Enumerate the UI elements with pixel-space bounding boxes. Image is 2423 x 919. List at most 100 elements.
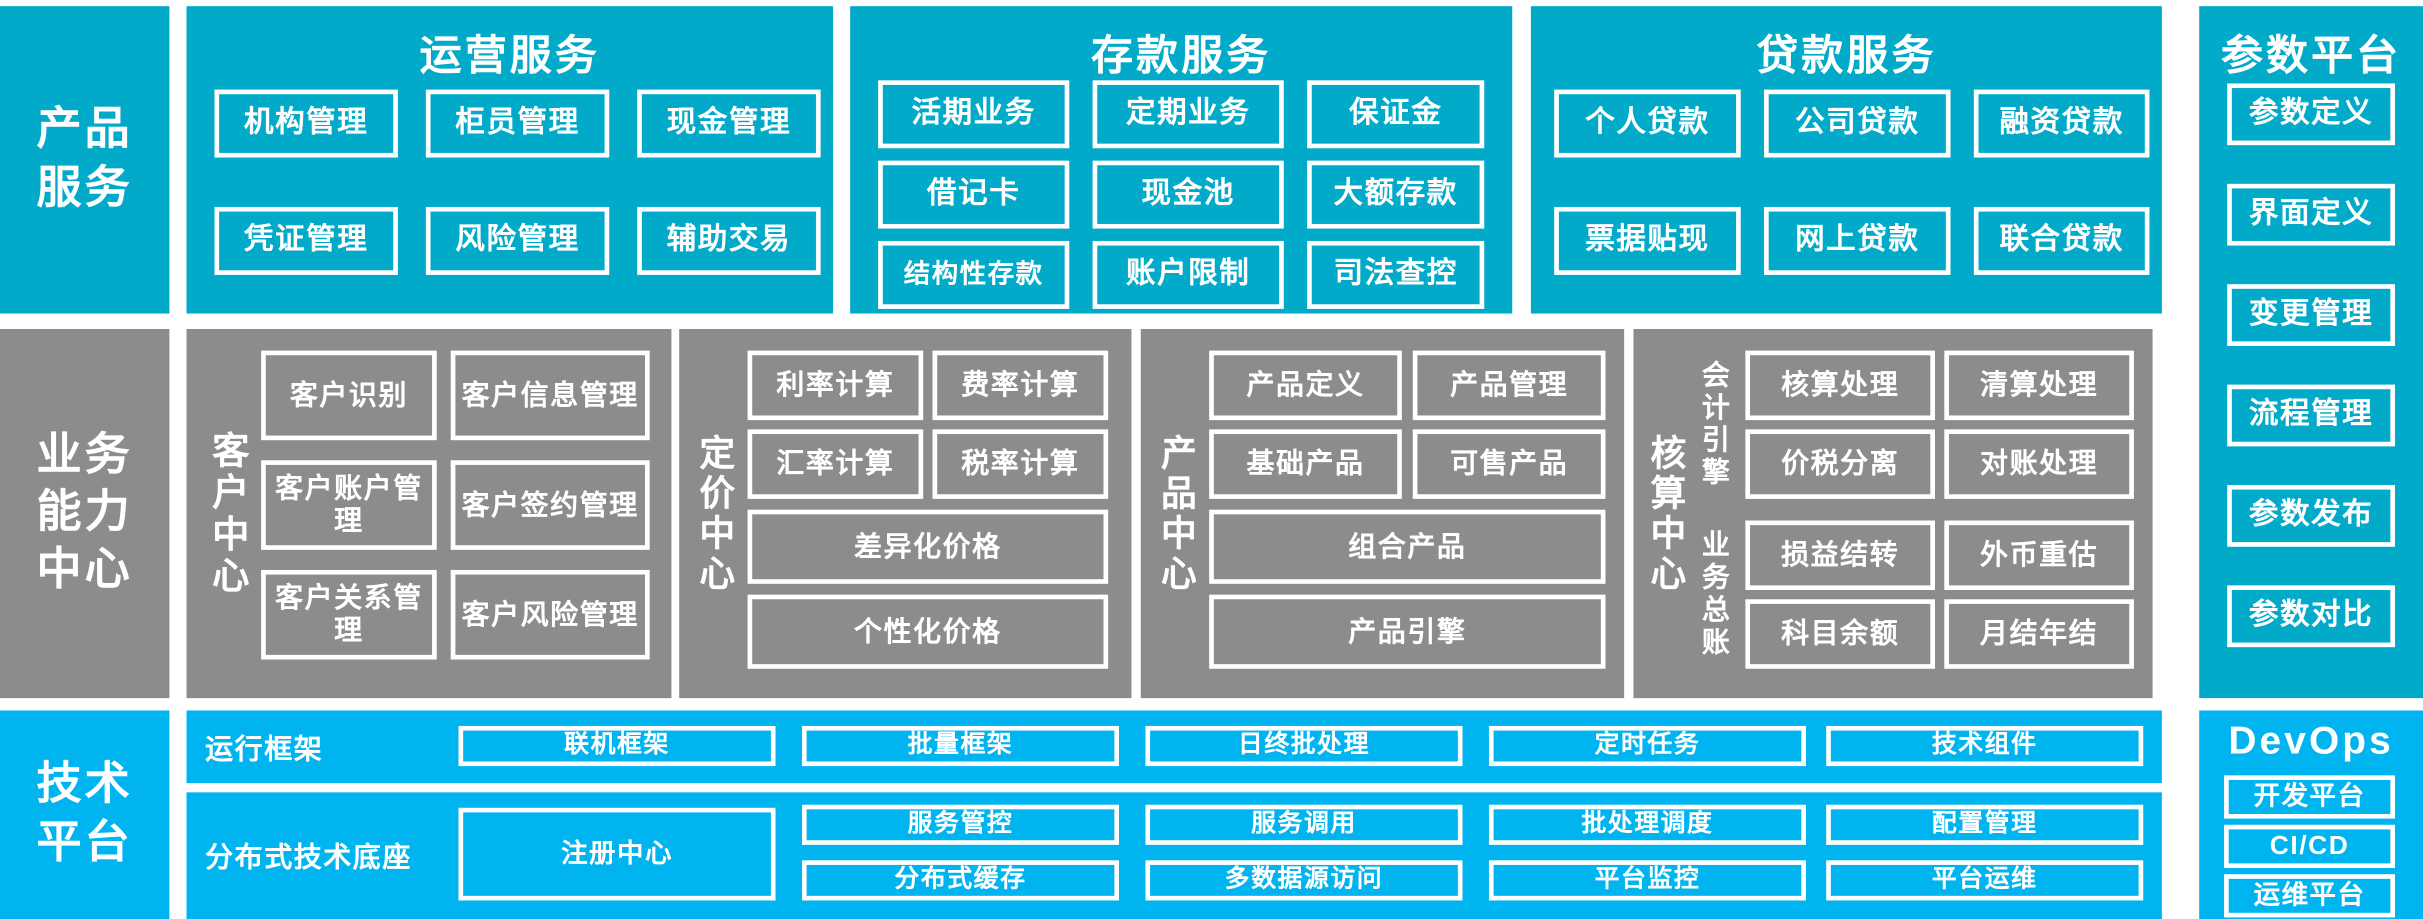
chip-customer-1[interactable]: 客户信息管理: [450, 350, 650, 441]
chip-product-1[interactable]: 产品管理: [1412, 350, 1606, 421]
chip-param-4[interactable]: 参数发布: [2227, 484, 2396, 547]
chip-param-1[interactable]: 界面定义: [2227, 183, 2396, 246]
chip-runtime-2[interactable]: 日终批处理: [1145, 725, 1463, 767]
chip-accounting-engine-0[interactable]: 核算处理: [1745, 350, 1935, 421]
chip-loan-5[interactable]: 联合贷款: [1973, 206, 2150, 275]
chip-accounting-engine-1[interactable]: 清算处理: [1944, 350, 2134, 421]
product-label-line2: 服务: [36, 162, 133, 213]
chip-pricing-wide-1[interactable]: 个性化价格: [747, 594, 1109, 669]
chip-operations-5[interactable]: 辅助交易: [637, 206, 821, 275]
layer-label-business-capability-text: 业务 能力 中心: [0, 329, 169, 698]
block-loan-services-title: 贷款服务: [1756, 32, 1937, 79]
block-pricing-center: 定价中心 利率计算 费率计算 汇率计算 税率计算 差异化价格 个性化价格: [679, 328, 1132, 699]
chip-pricing-3[interactable]: 税率计算: [932, 429, 1109, 499]
block-accounting-center: 核算中心 会计引擎 业务总账 核算处理 清算处理 价税分离 对账处理 损益结转 …: [1633, 328, 2153, 699]
chip-devops-2[interactable]: 运维平台: [2224, 874, 2396, 918]
chip-deposit-7[interactable]: 账户限制: [1092, 240, 1284, 309]
layer-label-product-services-text: 产品 服务: [0, 6, 169, 313]
chip-deposit-3[interactable]: 借记卡: [878, 160, 1070, 229]
block-loan-services: 贷款服务 个人贷款 公司贷款 融资贷款 票据贴现 网上贷款 联合贷款: [1530, 6, 2162, 314]
chip-foundation-col1-1[interactable]: 多数据源访问: [1145, 860, 1463, 901]
chip-pricing-0[interactable]: 利率计算: [747, 350, 924, 421]
chip-devops-0[interactable]: 开发平台: [2224, 775, 2396, 819]
chip-operations-4[interactable]: 风险管理: [425, 206, 610, 275]
chip-runtime-4[interactable]: 技术组件: [1826, 725, 2144, 767]
chip-param-3[interactable]: 流程管理: [2227, 384, 2396, 447]
chip-pricing-2[interactable]: 汇率计算: [747, 429, 924, 499]
chip-product-wide-0[interactable]: 组合产品: [1209, 509, 1606, 584]
chip-customer-5[interactable]: 客户风险管理: [450, 569, 650, 660]
block-pricing-center-vlabel: 定价中心: [693, 434, 735, 595]
block-devops-title: DevOps: [2228, 719, 2394, 764]
chip-deposit-2[interactable]: 保证金: [1307, 80, 1485, 149]
layer-label-technical-platform-text: 技术 平台: [0, 710, 169, 919]
chip-operations-1[interactable]: 柜员管理: [425, 89, 610, 158]
chip-foundation-col2-1[interactable]: 平台监控: [1488, 860, 1806, 901]
chip-product-wide-1[interactable]: 产品引擎: [1209, 594, 1606, 669]
chip-registry-center[interactable]: 注册中心: [458, 807, 776, 901]
chip-deposit-5[interactable]: 大额存款: [1307, 160, 1485, 229]
technical-label-line1: 技术: [36, 760, 133, 810]
chip-accounting-engine-3[interactable]: 对账处理: [1944, 429, 2134, 499]
chip-deposit-6[interactable]: 结构性存款: [878, 240, 1070, 309]
chip-general-ledger-0[interactable]: 损益结转: [1745, 520, 1935, 591]
chip-foundation-col1-0[interactable]: 服务调用: [1145, 804, 1463, 845]
chip-deposit-1[interactable]: 定期业务: [1092, 80, 1284, 149]
block-parameter-platform-title: 参数平台: [2220, 32, 2402, 79]
block-distributed-foundation-label: 分布式技术底座: [205, 841, 412, 873]
chip-runtime-1[interactable]: 批量框架: [801, 725, 1120, 767]
chip-operations-2[interactable]: 现金管理: [637, 89, 821, 158]
capability-label-line2: 能力: [36, 487, 133, 538]
block-customer-center: 客户中心 客户识别 客户信息管理 客户账户管理 客户签约管理 客户关系管理 客户…: [186, 328, 672, 699]
chip-param-0[interactable]: 参数定义: [2227, 83, 2396, 146]
chip-devops-1[interactable]: CI/CD: [2224, 824, 2396, 869]
chip-loan-3[interactable]: 票据贴现: [1554, 206, 1741, 275]
chip-loan-1[interactable]: 公司贷款: [1764, 89, 1951, 158]
chip-foundation-col3-0[interactable]: 配置管理: [1826, 804, 2144, 845]
chip-customer-2[interactable]: 客户账户管理: [261, 460, 437, 550]
chip-pricing-wide-0[interactable]: 差异化价格: [747, 509, 1109, 584]
chip-foundation-col0-0[interactable]: 服务管控: [801, 804, 1120, 845]
chip-runtime-3[interactable]: 定时任务: [1488, 725, 1806, 767]
block-customer-center-vlabel: 客户中心: [205, 430, 248, 598]
block-deposit-services: 存款服务 活期业务 定期业务 保证金 借记卡 现金池 大额存款 结构性存款 账户…: [850, 6, 1513, 314]
chip-general-ledger-3[interactable]: 月结年结: [1944, 599, 2134, 669]
chip-deposit-8[interactable]: 司法查控: [1307, 240, 1485, 309]
chip-deposit-4[interactable]: 现金池: [1092, 160, 1284, 229]
chip-deposit-0[interactable]: 活期业务: [878, 80, 1070, 149]
chip-customer-3[interactable]: 客户签约管理: [450, 460, 650, 550]
capability-label-line3: 中心: [36, 545, 133, 595]
block-product-center-vlabel: 产品中心: [1155, 434, 1196, 595]
chip-loan-2[interactable]: 融资贷款: [1973, 89, 2150, 158]
chip-operations-3[interactable]: 凭证管理: [214, 206, 398, 275]
layer-label-business-capability: 业务 能力 中心: [0, 328, 170, 699]
chip-foundation-col0-1[interactable]: 分布式缓存: [801, 860, 1120, 901]
block-product-center: 产品中心 产品定义 产品管理 基础产品 可售产品 组合产品 产品引擎: [1140, 328, 1625, 699]
chip-product-3[interactable]: 可售产品: [1412, 429, 1606, 499]
chip-pricing-1[interactable]: 费率计算: [932, 350, 1109, 421]
block-devops: DevOps 开发平台 CI/CD 运维平台: [2199, 710, 2423, 919]
chip-param-5[interactable]: 参数对比: [2227, 585, 2396, 648]
chip-foundation-col2-0[interactable]: 批处理调度: [1488, 804, 1806, 845]
block-operations-services: 运营服务 机构管理 柜员管理 现金管理 凭证管理 风险管理 辅助交易: [186, 6, 834, 314]
chip-accounting-engine-2[interactable]: 价税分离: [1745, 429, 1935, 499]
product-label-line1: 产品: [36, 105, 133, 156]
chip-general-ledger-2[interactable]: 科目余额: [1745, 599, 1935, 669]
chip-customer-4[interactable]: 客户关系管理: [261, 569, 437, 660]
chip-product-2[interactable]: 基础产品: [1209, 429, 1402, 499]
chip-param-2[interactable]: 变更管理: [2227, 284, 2396, 346]
chip-runtime-0[interactable]: 联机框架: [458, 725, 776, 767]
chip-foundation-col3-1[interactable]: 平台运维: [1826, 860, 2144, 901]
chip-product-0[interactable]: 产品定义: [1209, 350, 1402, 421]
chip-operations-0[interactable]: 机构管理: [214, 89, 398, 158]
chip-general-ledger-1[interactable]: 外币重估: [1944, 520, 2134, 591]
block-deposit-services-title: 存款服务: [1091, 32, 1272, 79]
block-accounting-center-vlabel: 核算中心: [1645, 434, 1686, 595]
layer-label-product-services: 产品 服务: [0, 6, 170, 314]
chip-customer-0[interactable]: 客户识别: [261, 350, 437, 441]
subgroup-general-ledger-vlabel: 业务总账: [1698, 529, 1730, 660]
capability-label-line1: 业务: [36, 430, 133, 481]
chip-loan-4[interactable]: 网上贷款: [1764, 206, 1951, 275]
chip-loan-0[interactable]: 个人贷款: [1554, 89, 1741, 158]
block-operations-services-title: 运营服务: [419, 32, 600, 79]
